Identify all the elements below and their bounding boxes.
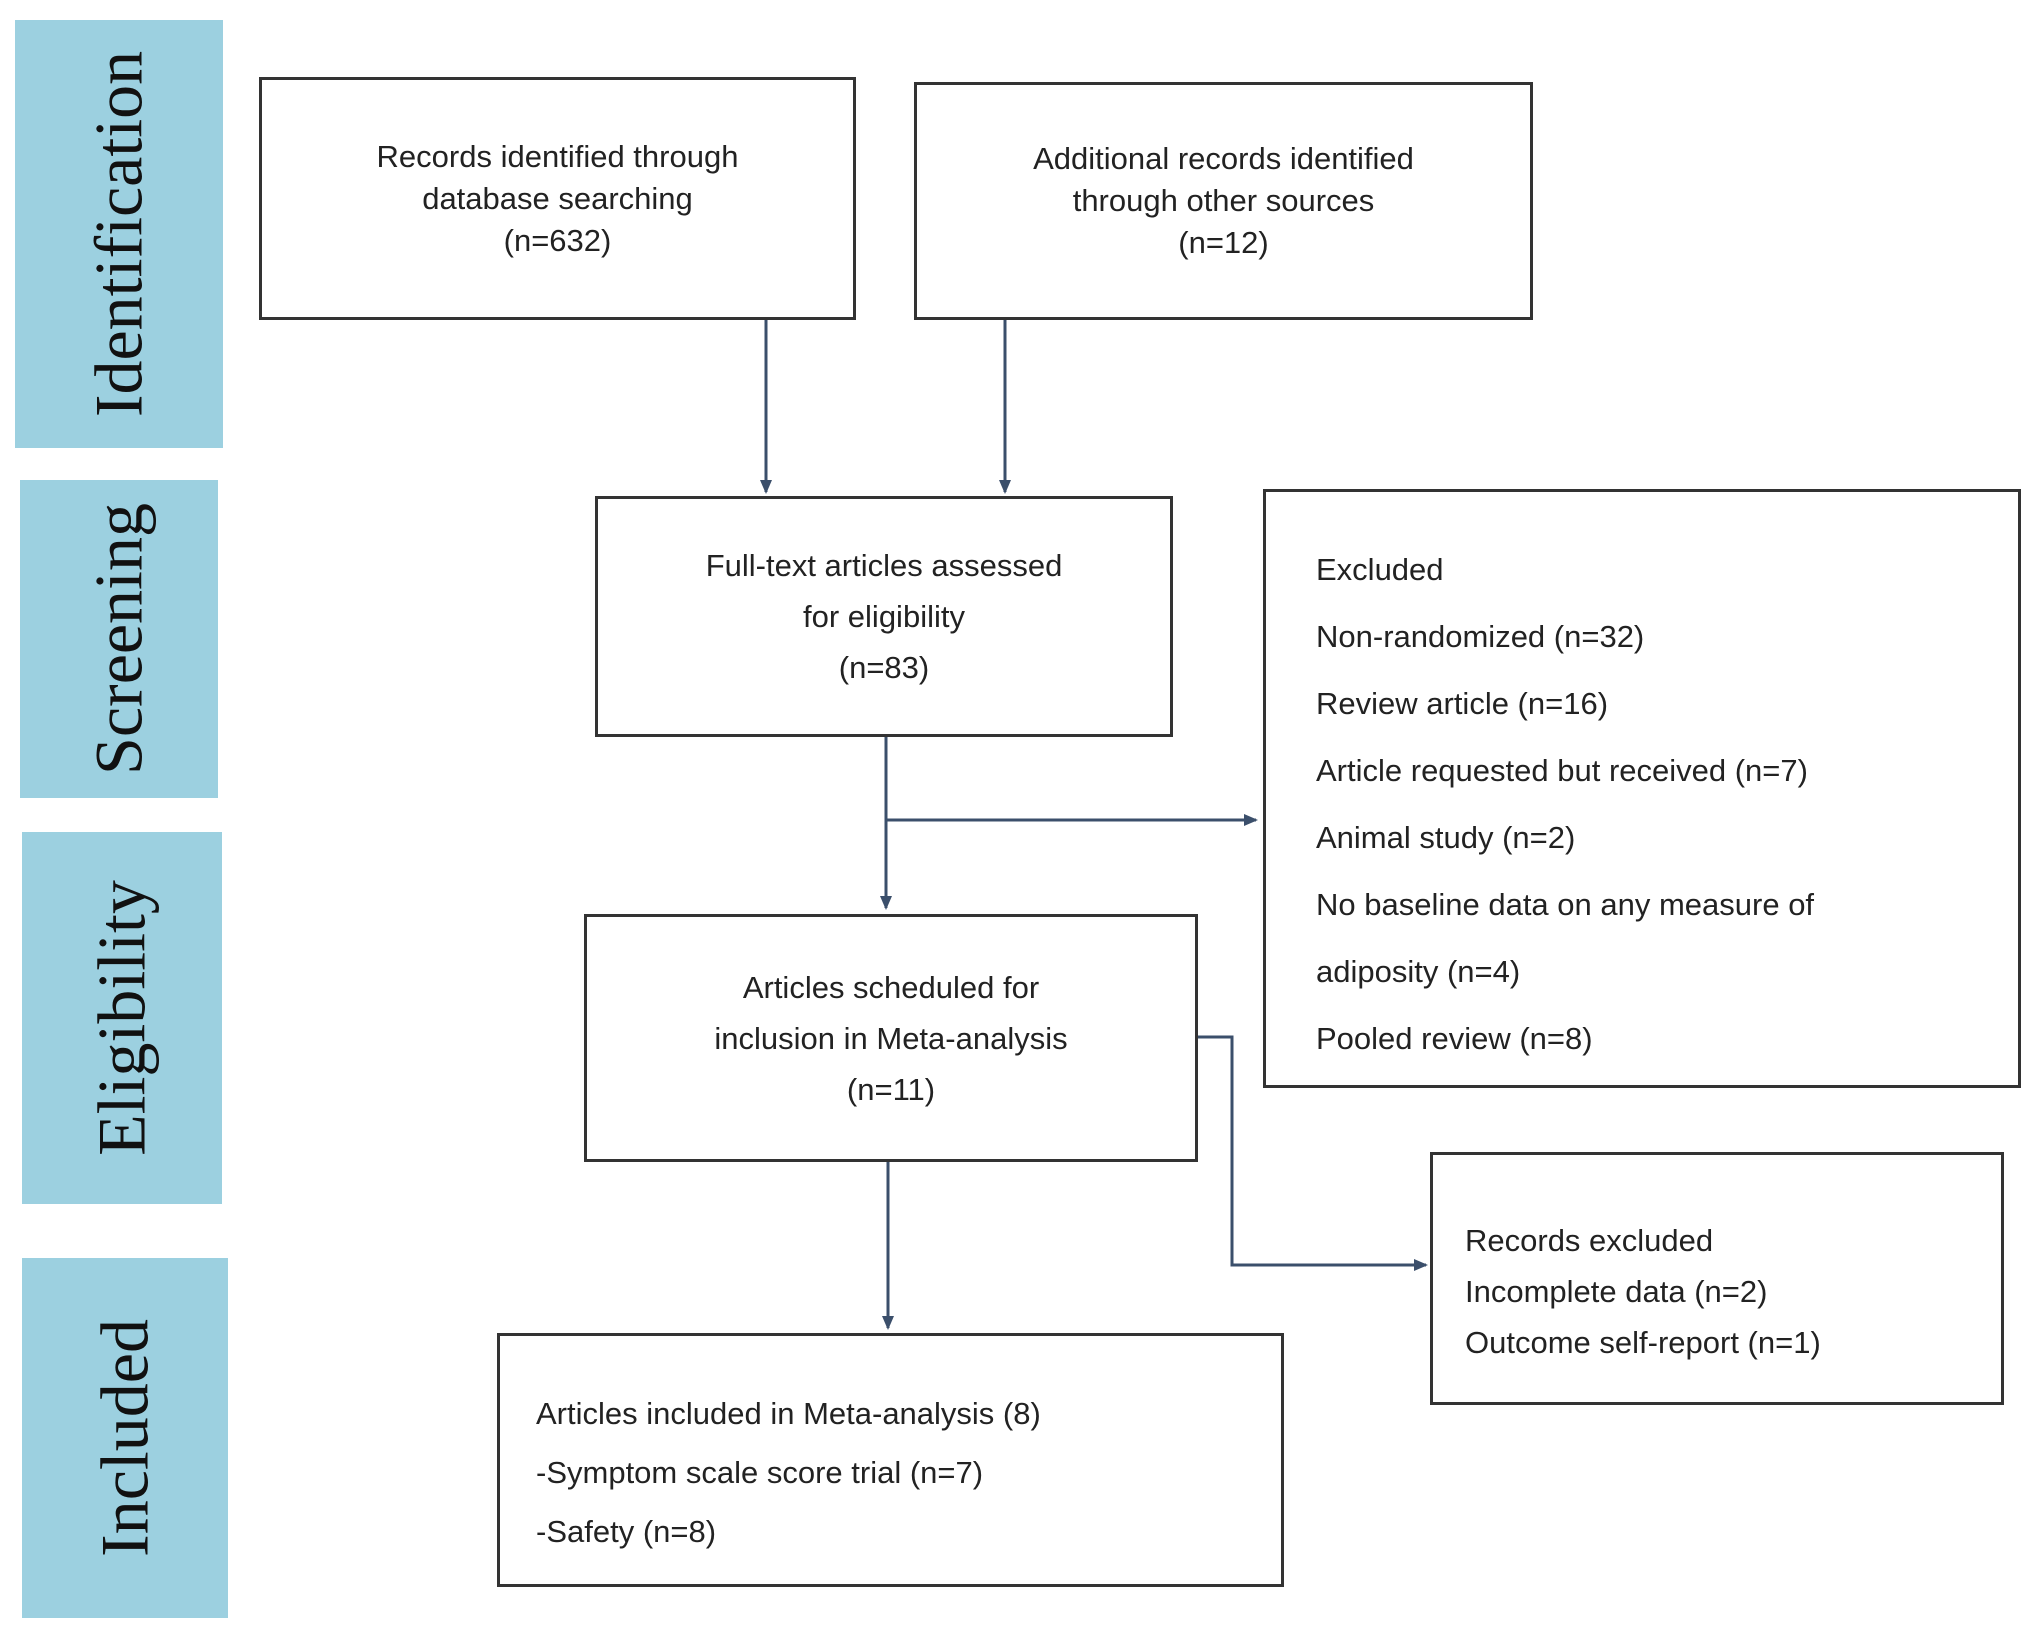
scheduled-inclusion-box: Articles scheduled for inclusion in Meta… <box>584 914 1198 1162</box>
excluded-item: Pooled review (n=8) <box>1316 1021 1593 1056</box>
records-other-line-2: through other sources <box>1072 183 1375 218</box>
scheduled-count: (n=11) <box>846 1071 936 1107</box>
excluded-item: No baseline data on any measure of <box>1316 887 1815 922</box>
records-database-box: Records identified through database sear… <box>259 77 856 320</box>
excluded-item: Animal study (n=2) <box>1316 820 1576 855</box>
included-item: -Symptom scale score trial (n=7) <box>536 1455 984 1490</box>
records-other-line-1: Additional records identified <box>1033 141 1414 176</box>
arrow-scheduled-to-records-excluded <box>1196 1035 1428 1271</box>
excluded-item: Non-randomized (n=32) <box>1316 619 1645 654</box>
included-item: -Safety (n=8) <box>536 1514 717 1549</box>
excluded-item: Review article (n=16) <box>1316 686 1609 721</box>
records-database-line-1: Records identified through <box>376 138 739 174</box>
fulltext-line-2: for eligibility <box>803 599 965 634</box>
records-database-line-2: database searching <box>422 180 693 216</box>
included-articles-box: Articles included in Meta-analysis (8) -… <box>497 1333 1284 1587</box>
records-excluded-item: Outcome self-report (n=1) <box>1465 1325 1821 1360</box>
records-excluded-heading: Records excluded <box>1465 1223 1714 1258</box>
phase-screening: Screening <box>20 480 218 798</box>
records-database-count: (n=632) <box>503 222 612 258</box>
excluded-reasons-box: Excluded Non-randomized (n=32) Review ar… <box>1263 489 2021 1088</box>
records-excluded-box: Records excluded Incomplete data (n=2) O… <box>1430 1152 2004 1405</box>
records-other-sources-box: Additional records identified through ot… <box>914 82 1533 320</box>
excluded-heading: Excluded <box>1316 552 1444 587</box>
included-heading: Articles included in Meta-analysis (8) <box>536 1396 1041 1431</box>
excluded-item: Article requested but received (n=7) <box>1316 753 1808 788</box>
fulltext-assessed-box: Full-text articles assessed for eligibil… <box>595 496 1173 737</box>
phase-identification: Identification <box>15 20 223 448</box>
scheduled-line-2: inclusion in Meta-analysis <box>714 1020 1068 1056</box>
excluded-item: adiposity (n=4) <box>1316 954 1521 989</box>
records-excluded-item: Incomplete data (n=2) <box>1465 1274 1768 1309</box>
phase-eligibility: Eligibility <box>22 832 222 1204</box>
phase-included: Included <box>22 1258 228 1618</box>
fulltext-count: (n=83) <box>838 650 930 685</box>
records-other-count: (n=12) <box>1178 225 1269 260</box>
scheduled-line-1: Articles scheduled for <box>742 969 1040 1005</box>
fulltext-line-1: Full-text articles assessed <box>705 548 1063 583</box>
